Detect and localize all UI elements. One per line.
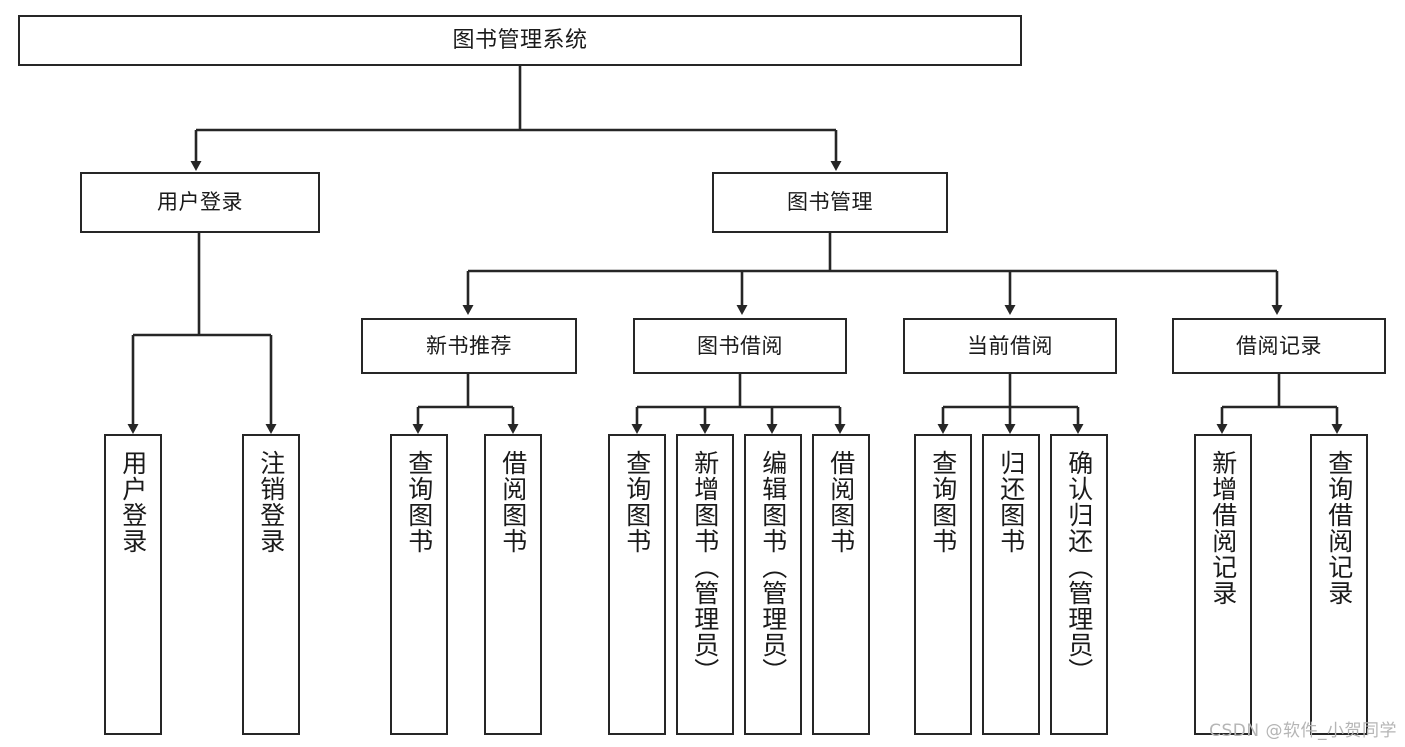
node-label: 注销登录: [256, 450, 286, 554]
node-label: 归还图书: [996, 450, 1026, 554]
leaf-borrow-book[interactable]: 借阅图书: [812, 434, 870, 735]
leaf-return-book[interactable]: 归还图书: [982, 434, 1040, 735]
node-current-borrow[interactable]: 当前借阅: [903, 318, 1117, 374]
node-label: 编辑图书（管理员）: [758, 450, 788, 684]
leaf-add-borrow-record[interactable]: 新增借阅记录: [1194, 434, 1252, 735]
node-label: 查询借阅记录: [1324, 450, 1354, 606]
leaf-logout[interactable]: 注销登录: [242, 434, 300, 735]
node-user-login[interactable]: 用户登录: [80, 172, 320, 233]
node-new-book-recommend[interactable]: 新书推荐: [361, 318, 577, 374]
leaf-user-login[interactable]: 用户登录: [104, 434, 162, 735]
node-label: 查询图书: [928, 450, 958, 554]
node-label: 新增图书（管理员）: [690, 450, 720, 684]
leaf-query-book-recommend[interactable]: 查询图书: [390, 434, 448, 735]
node-root-book-management-system[interactable]: 图书管理系统: [18, 15, 1022, 66]
node-label: 查询图书: [622, 450, 652, 554]
leaf-confirm-return-admin[interactable]: 确认归还（管理员）: [1050, 434, 1108, 735]
node-label: 当前借阅: [967, 333, 1053, 358]
node-label: 图书管理系统: [452, 27, 588, 53]
leaf-add-book-admin[interactable]: 新增图书（管理员）: [676, 434, 734, 735]
leaf-edit-book-admin[interactable]: 编辑图书（管理员）: [744, 434, 802, 735]
node-book-management[interactable]: 图书管理: [712, 172, 948, 233]
node-label: 借阅记录: [1236, 333, 1322, 358]
node-label: 图书借阅: [697, 333, 783, 358]
node-label: 用户登录: [118, 450, 148, 554]
leaf-query-book-current[interactable]: 查询图书: [914, 434, 972, 735]
node-label: 借阅图书: [498, 450, 528, 554]
node-label: 确认归还（管理员）: [1064, 450, 1094, 684]
node-label: 新书推荐: [426, 333, 512, 358]
node-label: 借阅图书: [826, 450, 856, 554]
node-book-borrow[interactable]: 图书借阅: [633, 318, 847, 374]
leaf-query-borrow-record[interactable]: 查询借阅记录: [1310, 434, 1368, 735]
leaf-query-book-borrow[interactable]: 查询图书: [608, 434, 666, 735]
node-borrow-record[interactable]: 借阅记录: [1172, 318, 1386, 374]
node-label: 新增借阅记录: [1208, 450, 1238, 606]
node-label: 用户登录: [157, 190, 243, 215]
node-label: 图书管理: [787, 190, 873, 215]
leaf-borrow-book-recommend[interactable]: 借阅图书: [484, 434, 542, 735]
node-label: 查询图书: [404, 450, 434, 554]
